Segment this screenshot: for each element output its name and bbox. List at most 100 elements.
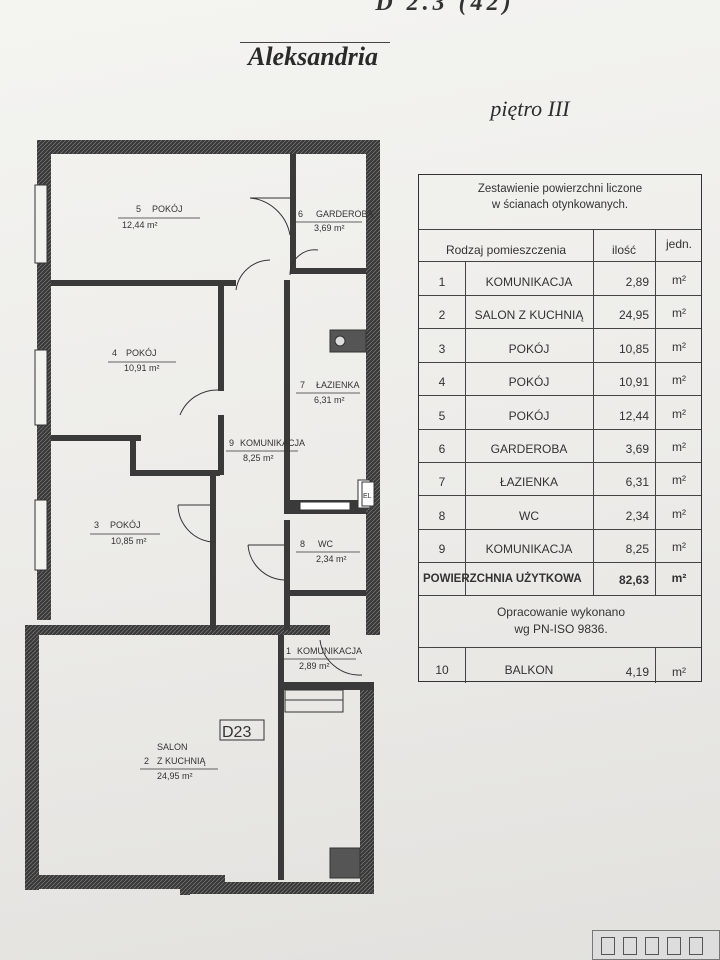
- row-qty: 6,31: [625, 475, 649, 489]
- thumb-block: [623, 937, 637, 955]
- col-rule: [465, 647, 466, 683]
- floor-plan: 5 POKÓJ 12,44 m² 6 GARDEROBA 3,69 m² 4 P…: [25, 140, 380, 895]
- norm-note-line-1: Opracowanie wykonano: [496, 605, 626, 619]
- caption-line-2: w ścianach otynkowanych.: [491, 199, 629, 211]
- thumb-block: [645, 937, 659, 955]
- row-no: 2: [438, 308, 446, 322]
- row-unit: m²: [672, 540, 686, 554]
- rule: [419, 328, 701, 329]
- fixtures: [284, 329, 371, 879]
- table-caption: Zestawienie powierzchni liczone w ściana…: [419, 181, 701, 213]
- room-8-num: 8: [300, 539, 305, 549]
- rule: [419, 462, 701, 463]
- row-name: ŁAZIENKA: [499, 475, 559, 489]
- rule: [419, 595, 701, 596]
- door-swings: [177, 197, 363, 676]
- row-name: POKÓJ: [508, 342, 550, 356]
- rule: [419, 647, 701, 648]
- room-1-area: 2,89 m²: [299, 661, 330, 671]
- balcony-unit: m²: [672, 665, 686, 679]
- room-6-num: 6: [298, 209, 303, 219]
- room-7-area: 6,31 m²: [314, 395, 345, 405]
- row-name: GARDEROBA: [490, 442, 568, 456]
- room-1-name: KOMUNIKACJA: [297, 646, 362, 656]
- row-qty: 2,34: [625, 509, 649, 523]
- document-code: D 2.3 (42): [375, 0, 515, 16]
- row-no: 8: [438, 509, 446, 523]
- row-name: KOMUNIKACJA: [485, 542, 573, 556]
- row-name: KOMUNIKACJA: [485, 275, 573, 289]
- row-unit: m²: [672, 306, 686, 320]
- floor-label: piętro III: [490, 96, 570, 121]
- room-9-num: 9: [229, 438, 234, 448]
- unit-code: D23: [222, 724, 251, 741]
- room-3-name: POKÓJ: [110, 520, 141, 530]
- col-header-unit: jedn.: [665, 237, 693, 251]
- room-5-name: POKÓJ: [152, 204, 183, 214]
- row-no: 5: [438, 409, 446, 423]
- row-qty: 24,95: [618, 308, 649, 322]
- room-2-name2: Z KUCHNIĄ: [157, 756, 206, 766]
- total-unit: m²: [671, 571, 687, 585]
- room-4-num: 4: [112, 348, 117, 358]
- row-qty: 12,44: [618, 409, 649, 423]
- rule: [419, 429, 701, 430]
- col-rule: [593, 229, 594, 595]
- row-no: 3: [438, 342, 446, 356]
- row-name: SALON Z KUCHNIĄ: [474, 308, 584, 322]
- rule: [419, 529, 701, 530]
- total-label: POWIERZCHNIA UŻYTKOWA: [423, 573, 582, 585]
- label-leaders: [90, 217, 362, 770]
- row-unit: m²: [672, 440, 686, 454]
- col-rule: [655, 647, 656, 683]
- row-qty: 10,91: [618, 375, 649, 389]
- room-7-name: ŁAZIENKA: [316, 380, 360, 390]
- rule: [419, 495, 701, 496]
- thumb-block: [667, 937, 681, 955]
- balcony-no: 10: [435, 663, 449, 677]
- room-2-area: 24,95 m²: [157, 771, 193, 781]
- room-2-num: 2: [144, 756, 149, 766]
- unit-code-box: D23: [219, 719, 265, 741]
- room-7-num: 7: [300, 380, 305, 390]
- room-3-area: 10,85 m²: [111, 536, 147, 546]
- room-6-area: 3,69 m²: [314, 223, 345, 233]
- room-3-num: 3: [94, 520, 99, 530]
- el-label: EL: [363, 493, 372, 500]
- room-6-name: GARDEROBA: [316, 209, 374, 219]
- row-qty: 2,89: [625, 275, 649, 289]
- row-name: POKÓJ: [508, 409, 550, 423]
- balcony-name: BALKON: [504, 663, 554, 677]
- thumb-block: [601, 937, 615, 955]
- rule: [419, 362, 701, 363]
- row-unit: m²: [672, 373, 686, 387]
- rule: [419, 261, 701, 262]
- thumb-block: [689, 937, 703, 955]
- row-unit: m²: [672, 473, 686, 487]
- row-no: 1: [438, 275, 446, 289]
- area-table: Zestawienie powierzchni liczone w ściana…: [418, 174, 702, 683]
- room-8-name: WC: [318, 539, 333, 549]
- total-qty: 82,63: [618, 573, 649, 587]
- row-qty: 3,69: [625, 442, 649, 456]
- col-rule: [465, 261, 466, 595]
- room-9-area: 8,25 m²: [243, 453, 274, 463]
- room-5-num: 5: [136, 204, 141, 214]
- row-unit: m²: [672, 340, 686, 354]
- col-header-qty: ilość: [611, 243, 636, 257]
- row-unit: m²: [672, 273, 686, 287]
- caption-line-1: Zestawienie powierzchni liczone: [477, 183, 643, 195]
- row-no: 7: [438, 475, 446, 489]
- balcony-qty: 4,19: [625, 665, 649, 679]
- room-4-name: POKÓJ: [126, 348, 157, 358]
- norm-note-line-2: wg PN-ISO 9836.: [514, 622, 608, 636]
- row-name: WC: [519, 509, 539, 523]
- row-qty: 10,85: [618, 342, 649, 356]
- room-1-num: 1: [286, 646, 291, 656]
- outer-walls: [25, 140, 380, 895]
- electrical-box: EL: [361, 481, 375, 507]
- title-rule: [240, 42, 390, 43]
- rule: [419, 295, 701, 296]
- row-name: POKÓJ: [508, 375, 550, 389]
- rule: [419, 562, 701, 563]
